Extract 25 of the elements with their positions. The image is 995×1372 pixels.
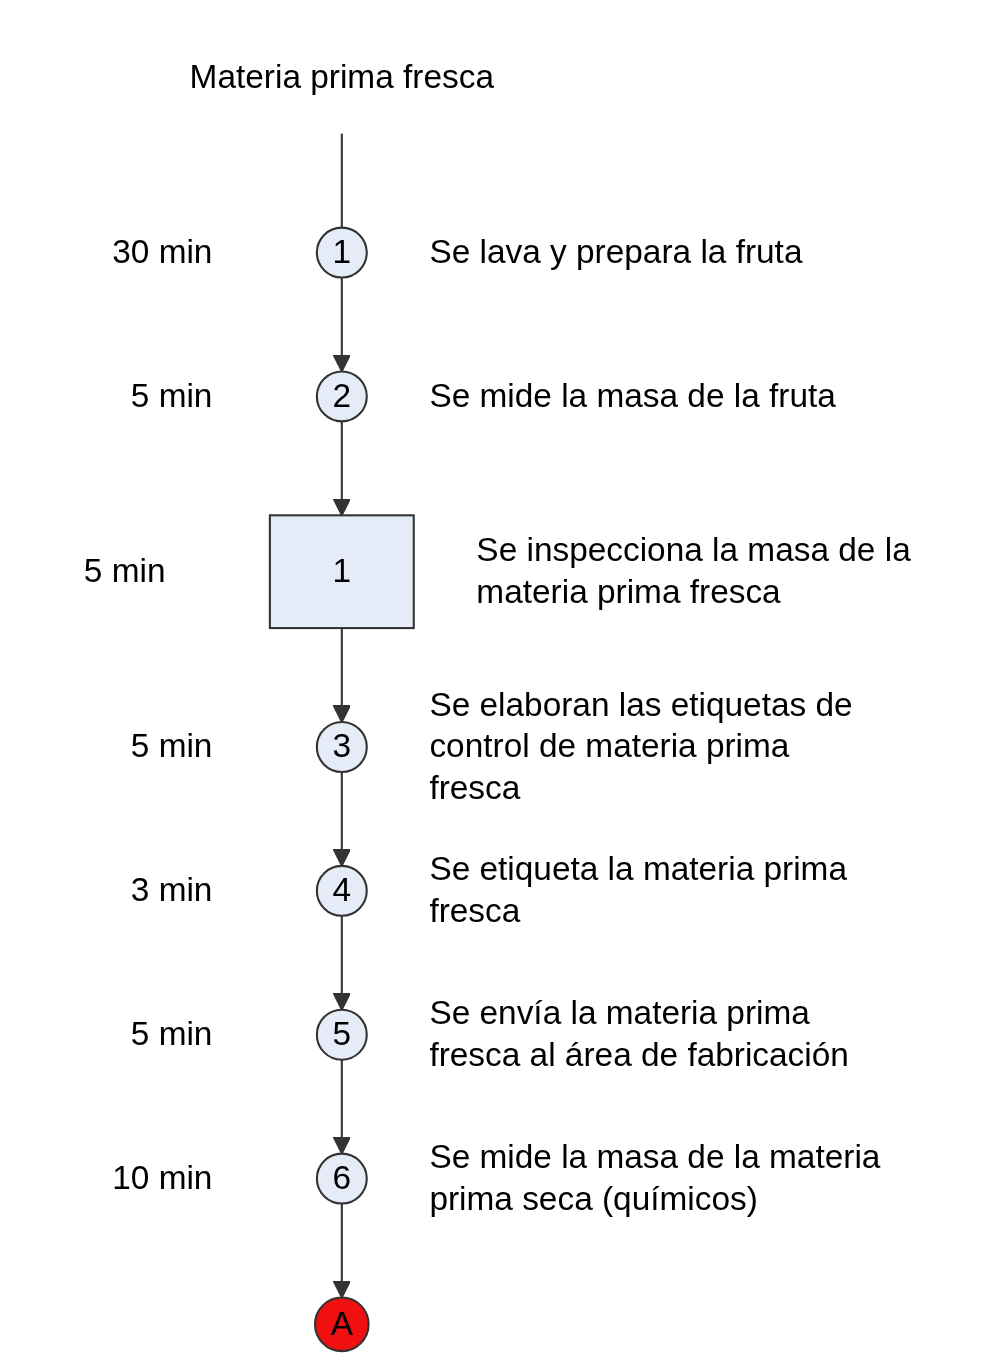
duration-label: 10 min bbox=[112, 1159, 213, 1197]
duration-label: 5 min bbox=[83, 552, 166, 590]
operation-circle: 6 bbox=[315, 1152, 368, 1205]
step-description: Se mide la masa de la materia prima seca (químicos) bbox=[429, 1138, 881, 1217]
operation-circle: 2 bbox=[315, 370, 368, 423]
duration-label: 5 min bbox=[130, 727, 213, 765]
operation-circle: 5 bbox=[315, 1008, 368, 1061]
step-description: Se lava y prepara la fruta bbox=[429, 233, 803, 270]
connector-circle: A bbox=[313, 1296, 370, 1353]
step-description: Se elaboran las etiquetas de control de materia prima fresca bbox=[429, 685, 853, 807]
operation-circle: 4 bbox=[315, 864, 368, 917]
arrow bbox=[332, 628, 351, 723]
step-description: Se mide la masa de la fruta bbox=[429, 376, 836, 414]
duration-label: 5 min bbox=[130, 376, 213, 414]
arrow bbox=[332, 771, 351, 867]
duration-label: 3 min bbox=[130, 871, 213, 909]
step-description: Se envía la materia prima fresca al área de fabricación bbox=[429, 994, 849, 1074]
step-description: Se etiqueta la materia prima fresca bbox=[429, 850, 847, 930]
inspection-box: 1 bbox=[268, 514, 415, 630]
duration-label: 30 min bbox=[112, 233, 213, 270]
duration-label: 5 min bbox=[130, 1015, 213, 1053]
input-label: Materia prima fresca bbox=[189, 58, 495, 94]
step-description: Se inspecciona la masa de la materia prima fresca bbox=[476, 531, 911, 610]
operation-circle: 3 bbox=[315, 721, 368, 773]
operation-circle: 1 bbox=[315, 226, 368, 279]
